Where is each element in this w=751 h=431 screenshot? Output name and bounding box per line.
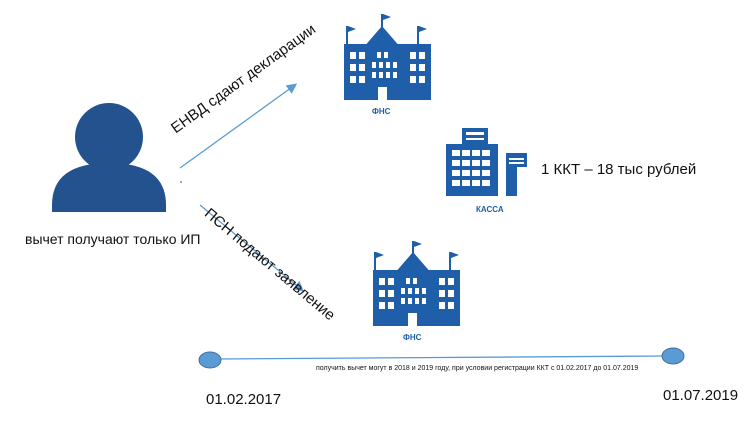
- timeline-start-date: 01.02.2017: [206, 391, 282, 408]
- timeline-line: [220, 355, 663, 360]
- timeline-start-dot: [198, 351, 222, 369]
- kassa-label: КАССА: [476, 205, 504, 214]
- fns-top-label: ФНС: [372, 107, 391, 116]
- arrow-envd: [179, 83, 298, 169]
- person-caption: вычет получают только ИП: [25, 231, 201, 247]
- fns-bottom-label: ФНС: [403, 333, 422, 342]
- kassa-cost-text: 1 ККТ – 18 тыс рублей: [541, 161, 697, 178]
- timeline-end-dot: [661, 347, 685, 365]
- arrow-psn: [199, 204, 304, 292]
- timeline-end-date: 01.07.2019: [663, 387, 739, 404]
- timeline-note: получить вычет могут в 2018 и 2019 году,…: [316, 365, 639, 372]
